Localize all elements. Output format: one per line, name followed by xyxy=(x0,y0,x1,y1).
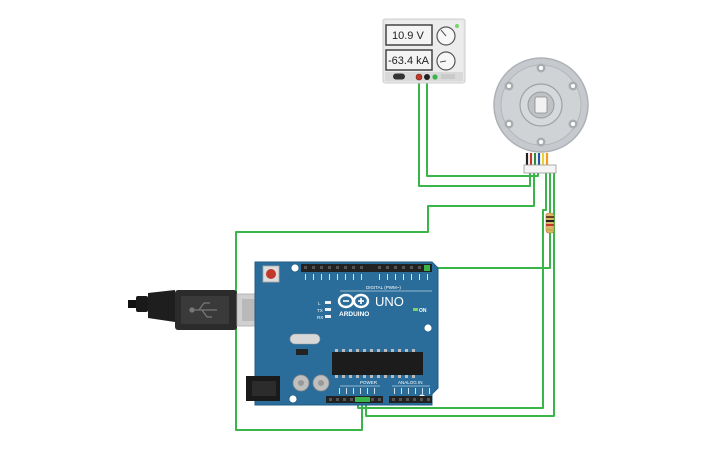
on-led-label: ON xyxy=(419,308,427,314)
usb-icon xyxy=(189,302,217,318)
power-supply[interactable]: 10.9 V -63.4 kA xyxy=(382,18,466,84)
atmega-chip xyxy=(332,352,423,375)
power-header-label: POWER xyxy=(360,380,378,385)
psu-positive-terminal[interactable] xyxy=(415,73,423,81)
wire-motor-gnd-arduino[interactable] xyxy=(235,172,535,431)
motor-connector xyxy=(523,164,557,174)
voltage-display xyxy=(385,24,433,46)
voltage-readout: 10.9 V xyxy=(392,30,424,42)
led-rx-label: RX xyxy=(317,315,323,320)
digital-header[interactable] xyxy=(301,264,432,272)
power-indicator-icon xyxy=(455,24,459,28)
psu-ground-terminal[interactable] xyxy=(432,74,438,80)
dc-motor-encoder[interactable] xyxy=(493,57,589,174)
wire-motor-5v[interactable] xyxy=(357,172,547,409)
led-tx-label: TX xyxy=(317,308,323,313)
analog-header[interactable] xyxy=(389,396,432,403)
wires xyxy=(235,79,555,431)
resistor[interactable] xyxy=(545,212,555,234)
current-readout: -63.4 kA xyxy=(388,55,430,67)
wire-psu-positive[interactable] xyxy=(418,79,531,187)
usb-cable[interactable] xyxy=(128,290,261,330)
wire-psu-negative[interactable] xyxy=(426,79,539,177)
psu-negative-terminal[interactable] xyxy=(424,74,430,80)
motor-wire-bundle xyxy=(525,153,549,165)
power-header[interactable] xyxy=(326,396,383,403)
analog-header-label: ANALOG IN xyxy=(398,380,423,385)
current-display xyxy=(385,49,433,71)
arduino-brand: ARDUINO xyxy=(339,311,369,318)
led-l-label: L xyxy=(318,301,321,306)
psu-power-switch[interactable] xyxy=(393,73,405,80)
arduino-model: UNO xyxy=(375,294,404,309)
arduino-logo-icon xyxy=(337,293,370,309)
wire-resistor-digital[interactable] xyxy=(427,232,551,269)
wire-motor-lower[interactable] xyxy=(365,172,555,417)
arduino-uno[interactable]: DIGITAL (PWM~) L TX RX ARDUINO UNO ON xyxy=(246,261,439,406)
digital-header-label: DIGITAL (PWM~) xyxy=(366,285,401,290)
wire-endpoints xyxy=(355,265,430,402)
